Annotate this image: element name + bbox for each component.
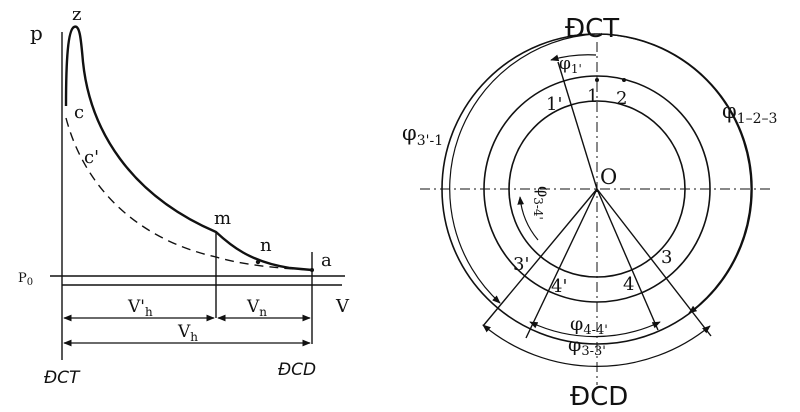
label-dct-right: ĐCT: [565, 14, 619, 44]
valve-timing-circle: ĐCT ĐCD O 1' 1 2 3' 4' 4 3 φ1' φ1–2–3 φ3…: [402, 14, 777, 412]
label-3prime: 3': [513, 254, 529, 275]
radial-1prime: [557, 61, 598, 190]
label-4prime: 4': [551, 276, 567, 297]
arc-phi-1-2-3: [598, 33, 752, 314]
label-vh-prime: V'h: [127, 297, 153, 319]
label-dct-left: ĐCT: [44, 368, 81, 388]
label-cprime: c': [84, 147, 99, 168]
label-vh: Vh: [177, 322, 198, 344]
label-2: 2: [616, 88, 627, 109]
radial-3: [596, 188, 712, 337]
label-1: 1: [587, 86, 598, 107]
arc-phi-1prime: [550, 54, 597, 62]
arc-phi-3-4prime: [517, 196, 539, 241]
label-p0: P0: [18, 271, 33, 288]
label-dcd-left: ĐCD: [278, 360, 316, 380]
circle-middle: [483, 75, 711, 303]
label-phi-3-3prime: φ3-3': [568, 334, 606, 359]
label-phi-1prime: φ1': [559, 54, 582, 76]
point-n: [255, 259, 261, 265]
circle-outer: [441, 33, 753, 345]
label-phi-3-4prime: φ3-4': [531, 186, 553, 220]
radial-3prime: [482, 188, 598, 327]
label-vn: Vn: [246, 297, 267, 319]
label-p-axis: p: [30, 21, 43, 45]
label-v-axis: V: [335, 296, 350, 317]
label-3: 3: [661, 247, 672, 268]
label-phi-4-4prime: φ4-4': [570, 313, 608, 338]
point-2: [622, 78, 626, 82]
dashed-curve: [65, 117, 313, 271]
arc-phi-3prime-1: [449, 33, 596, 304]
label-o: O: [600, 165, 617, 189]
label-phi-1-2-3: φ1–2–3: [722, 99, 777, 127]
circle-inner: [508, 100, 686, 278]
point-a: [310, 268, 314, 272]
label-phi-3prime-1: φ3'-1: [402, 121, 443, 149]
label-c: c: [74, 102, 84, 123]
pv-diagram: p V P0 z c c' m n a V'h Vn Vh ĐCT ĐCD: [18, 4, 350, 388]
radial-4prime: [525, 188, 598, 339]
point-1: [595, 78, 599, 82]
label-m: m: [214, 208, 231, 229]
label-1prime: 1': [546, 94, 562, 115]
label-z: z: [72, 4, 81, 25]
pressure-curve: [64, 25, 313, 272]
label-4: 4: [623, 274, 634, 295]
label-n: n: [260, 235, 272, 256]
label-a: a: [321, 250, 332, 271]
label-dcd-right: ĐCD: [570, 382, 628, 412]
radial-4: [596, 188, 659, 331]
arc-phi-3-3prime: [482, 324, 711, 367]
